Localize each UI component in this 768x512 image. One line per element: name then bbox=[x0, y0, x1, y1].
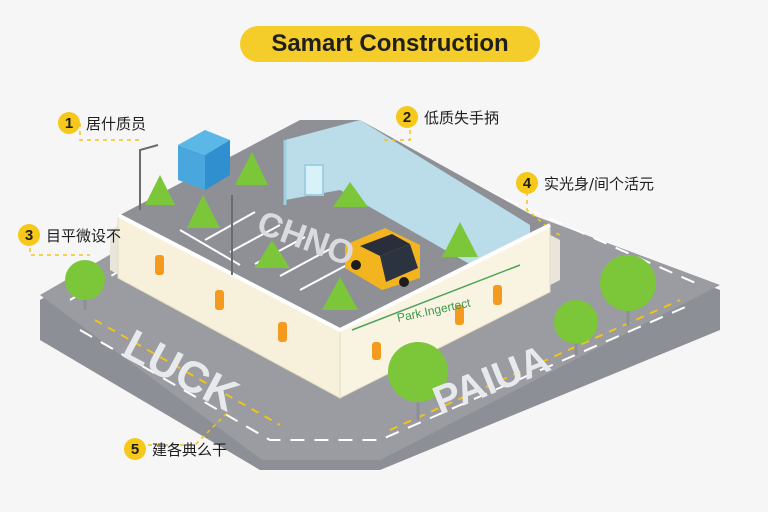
callout-label: 目平微设不 bbox=[46, 226, 122, 245]
building-icon bbox=[178, 130, 230, 190]
callout-badge: 2 bbox=[396, 106, 418, 128]
wall-green-stripe bbox=[351, 264, 521, 331]
callout-leader-lines bbox=[29, 122, 546, 446]
tree-trunks bbox=[83, 300, 630, 420]
callout-badge: 3 bbox=[18, 224, 40, 246]
title-banner: Samart Construction bbox=[240, 26, 540, 62]
callout-3: 3 目平微设不 bbox=[18, 224, 121, 246]
callout-5: 5 建各典么干 bbox=[124, 438, 227, 460]
glass-door bbox=[304, 164, 324, 196]
callout-badge: 5 bbox=[124, 438, 146, 460]
glass-wall bbox=[285, 120, 530, 270]
callout-4: 4 实光身/间个活元 bbox=[516, 172, 654, 194]
callout-2: 2 低质失手抦 bbox=[396, 106, 499, 128]
road-lane-bottom bbox=[79, 304, 691, 441]
callout-label: 建各典么干 bbox=[152, 440, 228, 459]
callout-label: 低质失手抦 bbox=[424, 108, 500, 127]
orange-wall-panels bbox=[155, 255, 502, 360]
callout-badge: 4 bbox=[516, 172, 538, 194]
wall-top-rim bbox=[117, 213, 551, 333]
tree-icon bbox=[65, 152, 656, 402]
street-lamp-icon bbox=[139, 144, 233, 275]
callout-1: 1 居什质员 bbox=[58, 112, 146, 134]
road-yellow-line bbox=[94, 319, 281, 426]
page-title: Samart Construction bbox=[271, 30, 509, 57]
callout-label: 居什质员 bbox=[86, 114, 147, 133]
callout-label: 实光身/间个活元 bbox=[544, 174, 655, 193]
callout-badge: 1 bbox=[58, 112, 80, 134]
road-yellow-line-2 bbox=[389, 299, 681, 431]
car-icon bbox=[345, 228, 420, 290]
